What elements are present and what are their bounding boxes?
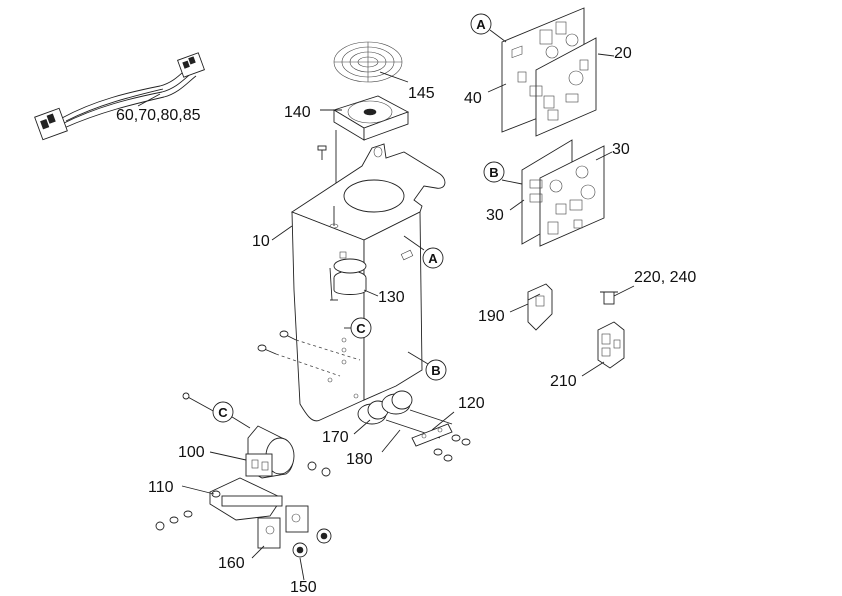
label-40: 40 bbox=[464, 90, 482, 107]
frame-screws bbox=[257, 330, 361, 377]
label-100: 100 bbox=[178, 444, 205, 461]
slide-mechanism-110 bbox=[155, 477, 283, 531]
bearing-block-160 bbox=[257, 505, 309, 549]
marker-b-frame: B bbox=[425, 359, 447, 381]
marker-a-frame: A bbox=[422, 247, 444, 269]
leader-lines bbox=[137, 29, 635, 581]
cooling-fan bbox=[317, 95, 410, 190]
marker-c-bracket: C bbox=[212, 401, 234, 423]
label-10: 10 bbox=[252, 233, 270, 250]
label-210: 210 bbox=[550, 373, 577, 390]
pcb-boards-b bbox=[521, 139, 605, 247]
label-60-70-80-85: 60,70,80,85 bbox=[116, 107, 201, 124]
svg-text:B: B bbox=[431, 363, 440, 378]
motor-unit-100 bbox=[182, 392, 331, 479]
main-frame bbox=[291, 143, 446, 422]
label-145: 145 bbox=[408, 85, 435, 102]
damper-170 bbox=[357, 390, 413, 425]
label-30-left: 30 bbox=[486, 207, 504, 224]
label-190: 190 bbox=[478, 308, 505, 325]
label-160: 160 bbox=[218, 555, 245, 572]
marker-b-top: B bbox=[483, 161, 505, 183]
marker-a-top: A bbox=[470, 13, 492, 35]
label-110: 110 bbox=[148, 479, 174, 496]
label-170: 170 bbox=[322, 429, 349, 446]
svg-text:C: C bbox=[218, 405, 228, 420]
fan-guard bbox=[333, 41, 403, 83]
label-180: 180 bbox=[346, 451, 373, 468]
label-30-top: 30 bbox=[612, 141, 630, 158]
label-150: 150 bbox=[290, 579, 317, 596]
bracket-120 bbox=[411, 423, 471, 462]
label-130: 130 bbox=[378, 289, 405, 306]
label-140: 140 bbox=[284, 104, 311, 121]
label-120: 120 bbox=[458, 395, 485, 412]
pcb-boards-a bbox=[501, 7, 597, 137]
roller-150 bbox=[292, 528, 332, 558]
clip-190 bbox=[527, 283, 553, 331]
label-220-240: 220, 240 bbox=[634, 269, 696, 286]
svg-text:A: A bbox=[428, 251, 438, 266]
svg-text:B: B bbox=[489, 165, 498, 180]
svg-text:C: C bbox=[356, 321, 366, 336]
marker-c-frame: C bbox=[350, 317, 372, 339]
buzzer-130 bbox=[329, 258, 367, 301]
label-20: 20 bbox=[614, 45, 632, 62]
sensor-220-240 bbox=[600, 291, 618, 305]
svg-text:A: A bbox=[476, 17, 486, 32]
sensor-block-210 bbox=[597, 321, 625, 369]
cable-harness bbox=[34, 52, 205, 141]
